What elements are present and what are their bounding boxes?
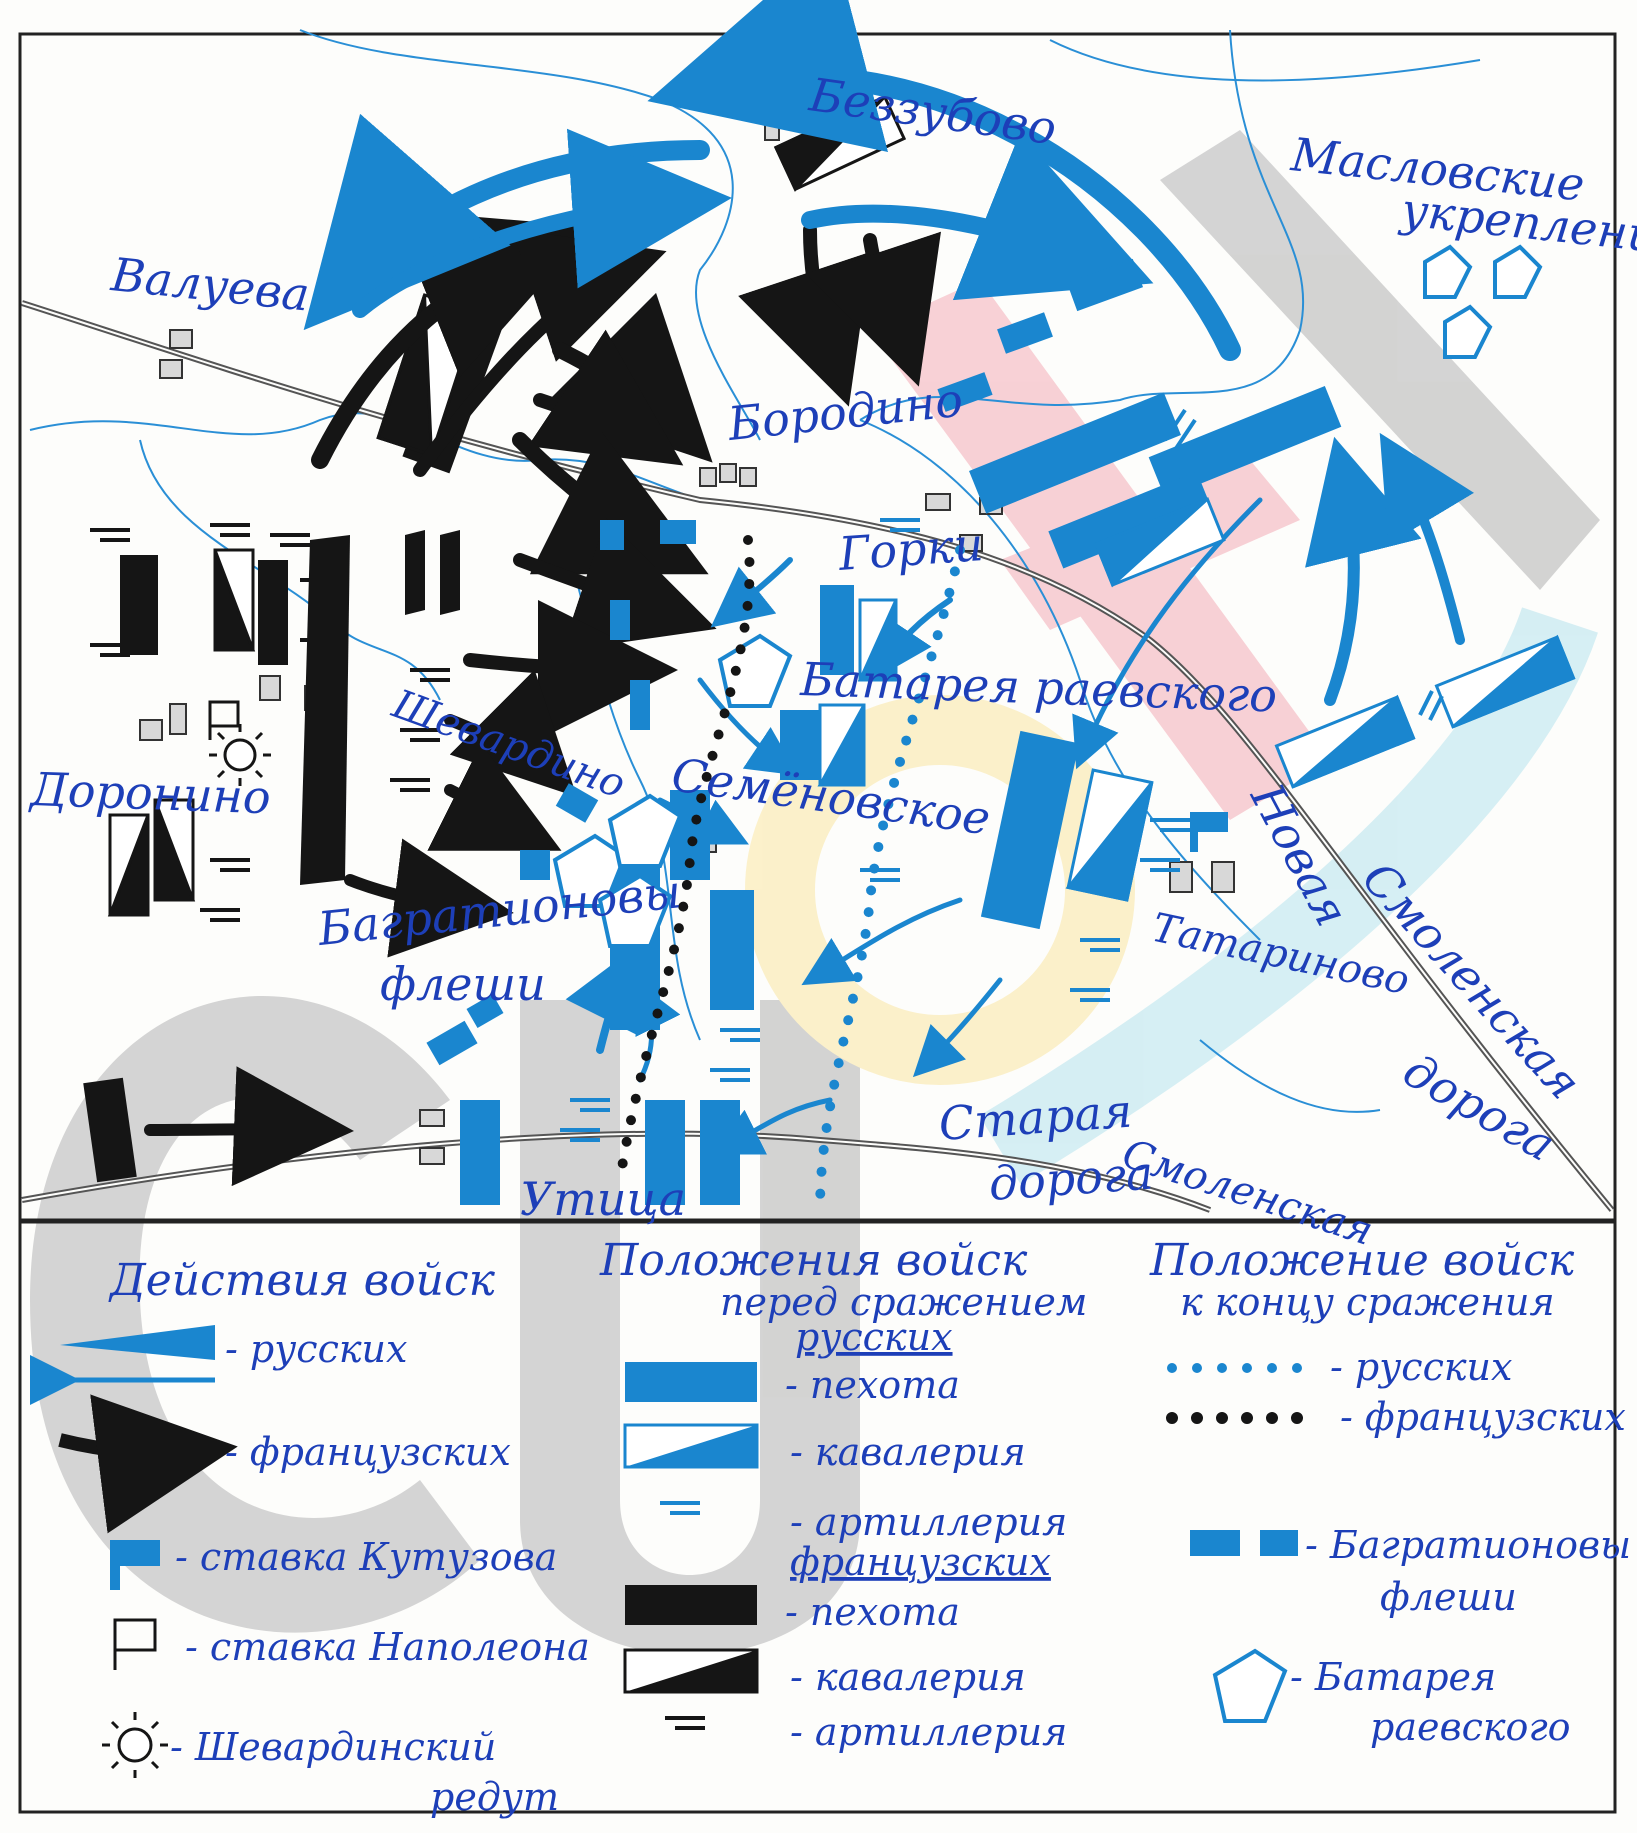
end-line-french xyxy=(615,535,755,1185)
legend: Действия войск - русских - французских -… xyxy=(30,1235,1631,1819)
label-gorki: Горки xyxy=(836,517,985,581)
label-staraya: Старая xyxy=(937,1084,1134,1151)
legend-napoleon-symbol xyxy=(113,1618,157,1670)
legend-col3-heading-2: к концу сражения xyxy=(1180,1280,1555,1324)
russian-infantry xyxy=(460,258,1342,1205)
legend-col1-heading: Действия войск xyxy=(108,1255,496,1306)
label-doroga-old: дорога xyxy=(987,1146,1155,1211)
legend-col2-russian-heading: русских xyxy=(795,1315,953,1359)
legend-ru-artillery: - артиллерия xyxy=(790,1500,1067,1544)
legend-battery-symbol xyxy=(1212,1648,1288,1723)
legend-french-actions: - французских xyxy=(225,1430,511,1474)
legend-end-russian: - русских xyxy=(1330,1345,1512,1389)
legend-russian-arrow-thick xyxy=(60,1325,215,1360)
russian-artillery xyxy=(560,408,1444,1142)
legend-redoubt-symbol xyxy=(102,1712,168,1778)
legend-col2-french-heading: французских xyxy=(790,1540,1051,1584)
legend-fr-cavalry-symbol xyxy=(623,1648,759,1694)
legend-fleshi-symbol xyxy=(1190,1530,1298,1556)
legend-col2-heading-2: перед сражением xyxy=(720,1280,1087,1324)
label-fleshi: флеши xyxy=(380,957,546,1011)
legend-redoubt-2: редут xyxy=(430,1775,559,1819)
end-line-russian xyxy=(815,545,965,1215)
legend-fleshi-1: - Багратионовы xyxy=(1305,1523,1631,1567)
legend-frame xyxy=(18,1220,1617,1814)
legend-napoleon: - ставка Наполеона xyxy=(185,1625,590,1669)
legend-french-arrow xyxy=(58,1394,238,1534)
legend-end-french: - французских xyxy=(1340,1395,1626,1439)
legend-col2-heading-1: Положения войск xyxy=(599,1235,1028,1286)
legend-fr-artillery-symbol xyxy=(665,1716,705,1730)
label-borodino: Бородино xyxy=(725,373,966,451)
label-utitsa: Утица xyxy=(520,1172,686,1226)
legend-redoubt-1: - Шевардинский xyxy=(170,1725,496,1769)
legend-ru-cavalry-symbol xyxy=(623,1423,759,1469)
bagration-fleches xyxy=(426,520,696,1066)
legend-fr-infantry-symbol xyxy=(625,1585,757,1625)
legend-ru-artillery-symbol xyxy=(660,1501,700,1515)
legend-battery-1: - Батарея xyxy=(1290,1655,1496,1699)
shevardino-redoubt xyxy=(209,724,271,786)
legend-kutuzov-symbol xyxy=(110,1540,160,1590)
legend-russian-actions: - русских xyxy=(225,1327,407,1371)
label-valueva: Валуева xyxy=(108,247,312,322)
legend-ru-cavalry: - кавалерия xyxy=(790,1430,1026,1474)
kutuzov-hq xyxy=(1190,812,1228,852)
russian-arrows xyxy=(303,0,1475,1155)
legend-fleshi-2: флеши xyxy=(1380,1575,1517,1619)
napoleon-hq xyxy=(208,700,240,740)
french-artillery xyxy=(90,523,450,922)
legend-fr-artillery: - артиллерия xyxy=(790,1710,1067,1754)
legend-battery-2: раевского xyxy=(1370,1705,1571,1749)
legend-col3-heading-1: Положение войск xyxy=(1149,1235,1575,1286)
label-doronino: Доронино xyxy=(28,762,272,824)
russian-cavalry xyxy=(817,497,1576,902)
legend-fr-cavalry: - кавалерия xyxy=(790,1655,1026,1699)
legend-kutuzov: - ставка Кутузова xyxy=(175,1535,557,1579)
legend-fr-infantry: - пехота xyxy=(785,1590,960,1634)
raevsky-battery-symbols xyxy=(552,244,1543,948)
legend-ru-infantry: - пехота xyxy=(785,1363,960,1407)
legend-ru-infantry-symbol xyxy=(625,1362,757,1402)
